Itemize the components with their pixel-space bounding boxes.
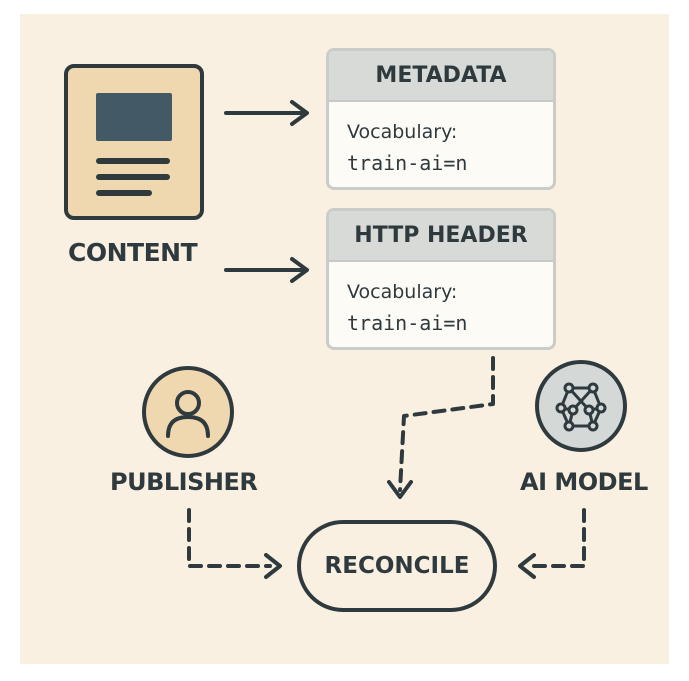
arrow-http-header-to-reconcile: [387, 356, 495, 499]
publisher-label: PUBLISHER: [110, 468, 258, 496]
arrow-ai-model-to-reconcile: [518, 508, 586, 579]
arrow-content-to-metadata: [224, 100, 309, 126]
arrow-content-to-http-header: [224, 257, 309, 283]
document-text-line: [96, 174, 170, 180]
ai-model-label: AI MODEL: [520, 468, 648, 496]
metadata-card: METADATA Vocabulary: train-ai=n: [326, 48, 556, 190]
network-icon: [535, 360, 627, 452]
person-icon: [142, 366, 234, 458]
network-glyph: [555, 382, 607, 432]
metadata-vocabulary-label: Vocabulary:: [347, 121, 458, 143]
metadata-card-title: METADATA: [329, 51, 553, 102]
metadata-vocabulary-value: train-ai=n: [347, 151, 468, 175]
person-glyph: [166, 390, 210, 438]
http-header-vocabulary-value: train-ai=n: [347, 311, 468, 335]
document-text-line: [96, 158, 170, 164]
reconcile-node: RECONCILE: [297, 520, 497, 612]
document-image-placeholder: [96, 93, 172, 141]
arrow-publisher-to-reconcile: [187, 508, 282, 579]
http-header-card: HTTP HEADER Vocabulary: train-ai=n: [326, 208, 556, 350]
document-text-line: [96, 190, 152, 196]
http-header-vocabulary-label: Vocabulary:: [347, 281, 458, 303]
document-icon: [64, 64, 204, 220]
content-label: CONTENT: [68, 238, 198, 267]
reconcile-label: RECONCILE: [324, 553, 470, 579]
http-header-card-title: HTTP HEADER: [329, 211, 553, 262]
